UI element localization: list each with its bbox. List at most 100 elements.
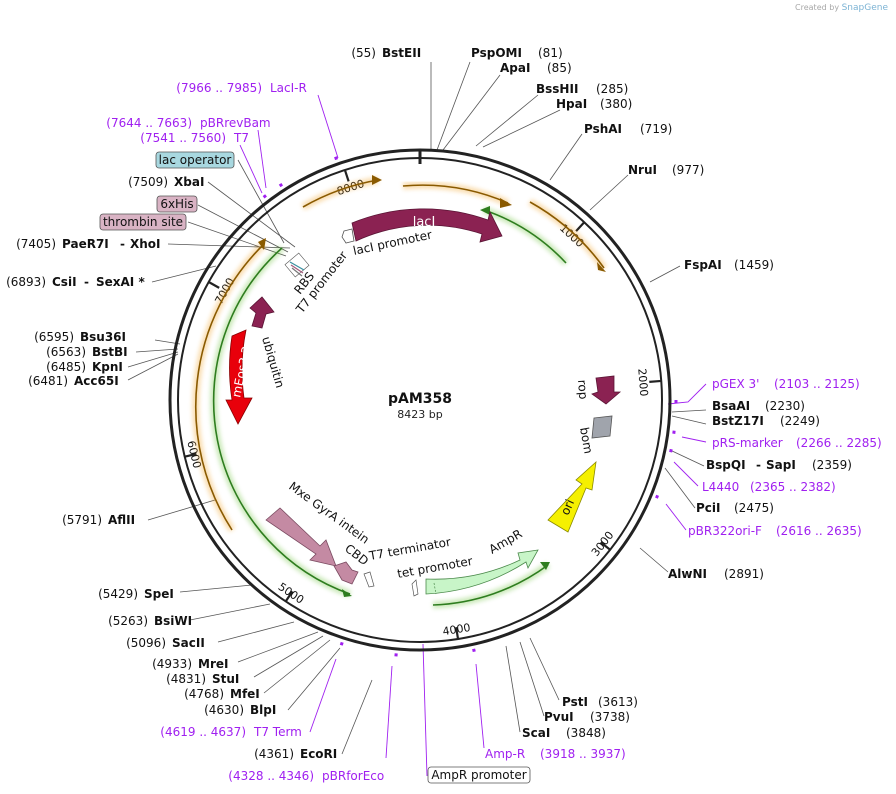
ubiquitin-arrow <box>249 296 275 329</box>
svg-text:Bsu36I: Bsu36I <box>80 330 126 344</box>
site-csii-sexai[interactable]: (6893)CsiI- SexAI * <box>6 275 145 289</box>
primer-pbr322ori-f[interactable]: pBR322ori-F(2616 .. 2635) <box>688 524 862 538</box>
svg-text:PciI: PciI <box>696 501 721 515</box>
svg-text:T7 Term: T7 Term <box>253 725 302 739</box>
feature-rop-label: rop <box>575 379 590 400</box>
his-tag[interactable]: 6xHis <box>156 195 198 213</box>
site-paer7i-xhoi[interactable]: (7405)PaeR7I- XhoI <box>16 237 160 251</box>
primer-t7-term[interactable]: (4619 .. 4637) T7 Term <box>160 725 302 739</box>
svg-text:Amp-R: Amp-R <box>485 747 525 761</box>
site-sacii[interactable]: (5096) SacII <box>126 636 205 650</box>
primer-pgex-3[interactable]: pGEX 3'(2103 .. 2125) <box>712 377 860 391</box>
svg-text:AmpR promoter: AmpR promoter <box>431 768 526 782</box>
site-bsiwi[interactable]: (5263)BsiWI <box>108 614 192 628</box>
svg-text:AlwNI: AlwNI <box>668 567 707 581</box>
svg-text:(1459): (1459) <box>734 258 774 272</box>
ori-arrow <box>547 460 597 533</box>
site-stui[interactable]: (4831)StuI <box>166 672 239 686</box>
svg-text:(7541 .. 7560): (7541 .. 7560) <box>140 131 226 145</box>
laci-arrow <box>351 208 503 243</box>
tick-label-3000: 3000 <box>589 529 617 559</box>
thrombin-site-tag[interactable]: thrombin site <box>99 213 187 231</box>
svg-text:(7405): (7405) <box>16 237 56 251</box>
site-kpni[interactable]: (6485) KpnI <box>46 360 123 374</box>
tick-mark-4000 <box>455 626 460 640</box>
svg-text:(6485): (6485) <box>46 360 86 374</box>
svg-text:BstEII: BstEII <box>382 46 421 60</box>
site-bsteii[interactable]: (55)BstEII <box>351 46 421 60</box>
svg-text:BspQI: BspQI <box>706 458 746 472</box>
svg-text:-: - <box>84 275 89 289</box>
svg-text:SacII: SacII <box>172 636 205 650</box>
site-xbai[interactable]: (7509)XbaI <box>128 175 204 189</box>
primer-pbrrevbam[interactable]: (7644 .. 7663)pBRrevBam <box>106 116 270 130</box>
site-pshai[interactable]: PshAI(719) <box>584 122 672 136</box>
svg-text:(4361): (4361) <box>254 747 294 761</box>
site-psti[interactable]: PstI(3613) <box>562 695 638 709</box>
site-aflii[interactable]: (5791)AflII <box>62 513 135 527</box>
svg-text:PspOMI: PspOMI <box>471 46 522 60</box>
primer-amp-r[interactable]: Amp-R(3918 .. 3937) <box>485 747 626 761</box>
svg-text:BsaAI: BsaAI <box>712 399 750 413</box>
site-blpi[interactable]: (4630)BlpI <box>204 703 276 717</box>
lac-operator-tag[interactable]: lac operator <box>155 151 235 169</box>
ampr-promoter-tag[interactable]: AmpR promoter <box>427 766 531 784</box>
svg-text:(7644 .. 7663): (7644 .. 7663) <box>106 116 192 130</box>
site-pspomi[interactable]: PspOMI(81) <box>471 46 563 60</box>
site-bsu36i[interactable]: (6595) Bsu36I <box>34 330 126 344</box>
svg-text:NruI: NruI <box>628 163 657 177</box>
svg-text:PaeR7I: PaeR7I <box>62 237 109 251</box>
site-pvui[interactable]: PvuI (3738) <box>544 710 630 724</box>
svg-text:pBRforEco: pBRforEco <box>322 769 384 783</box>
svg-text:(5263): (5263) <box>108 614 148 628</box>
site-spei[interactable]: (5429)SpeI <box>98 587 174 601</box>
svg-text:SapI: SapI <box>766 458 796 472</box>
site-mfei[interactable]: (4768)MfeI <box>184 687 260 701</box>
laci-promoter-arrow <box>341 228 355 244</box>
svg-text:BlpI: BlpI <box>250 703 276 717</box>
svg-text:StuI: StuI <box>212 672 239 686</box>
primer-prs-marker[interactable]: pRS-marker(2266 .. 2285) <box>712 436 882 450</box>
site-ecori[interactable]: (4361)EcoRI <box>254 747 337 761</box>
site-bsshii[interactable]: BssHII(285) <box>536 82 628 96</box>
feature-ubiquitin-label: ubiquitin <box>259 335 287 390</box>
svg-text:(4619 .. 4637): (4619 .. 4637) <box>160 725 246 739</box>
site-pcii[interactable]: PciI(2475) <box>696 501 774 515</box>
svg-text:(6595): (6595) <box>34 330 74 344</box>
svg-text:(3738): (3738) <box>590 710 630 724</box>
svg-text:(5096): (5096) <box>126 636 166 650</box>
site-bsaai[interactable]: BsaAI(2230) <box>712 399 805 413</box>
site-bspqi-sapi[interactable]: BspQI- SapI(2359) <box>706 458 852 472</box>
primer-l4440[interactable]: L4440(2365 .. 2382) <box>702 480 836 494</box>
site-apai[interactable]: ApaI(85) <box>500 61 572 75</box>
site-acc65i[interactable]: (6481)Acc65I <box>28 374 119 388</box>
svg-text:(2891): (2891) <box>724 567 764 581</box>
primer-mark-pbrrevbam <box>278 182 284 188</box>
svg-text:SexAI *: SexAI * <box>96 275 145 289</box>
site-hpai[interactable]: HpaI(380) <box>556 97 632 111</box>
site-bstbi[interactable]: (6563)BstBI <box>46 345 128 359</box>
svg-text:PshAI: PshAI <box>584 122 622 136</box>
svg-text:XbaI: XbaI <box>174 175 204 189</box>
tick-mark-3000 <box>600 541 611 551</box>
tick-mark-1000 <box>575 221 586 232</box>
primer-laci-r[interactable]: (7966 .. 7985)LacI-R <box>176 81 307 95</box>
svg-text:PvuI: PvuI <box>544 710 574 724</box>
site-mrei[interactable]: (4933)MreI <box>152 657 228 671</box>
svg-text:BstZ17I: BstZ17I <box>712 414 764 428</box>
site-alwni[interactable]: AlwNI (2891) <box>668 567 764 581</box>
site-fspai[interactable]: FspAI(1459) <box>684 258 774 272</box>
svg-text:(6563): (6563) <box>46 345 86 359</box>
primer-mark-t7-term <box>339 641 344 646</box>
primer-mark-pbr322ori-f <box>655 494 660 499</box>
site-bstz17i[interactable]: BstZ17I(2249) <box>712 414 820 428</box>
svg-text:(85): (85) <box>547 61 572 75</box>
feature-ori-label: ori <box>558 497 577 517</box>
svg-text:LacI-R: LacI-R <box>270 81 307 95</box>
primer-pbrforeco[interactable]: (4328 .. 4346)pBRforEco <box>228 769 384 783</box>
svg-text:KpnI: KpnI <box>92 360 123 374</box>
site-scai[interactable]: ScaI(3848) <box>522 726 606 740</box>
site-nrui[interactable]: NruI(977) <box>628 163 704 177</box>
primer-t7[interactable]: (7541 .. 7560)T7 <box>140 131 249 145</box>
